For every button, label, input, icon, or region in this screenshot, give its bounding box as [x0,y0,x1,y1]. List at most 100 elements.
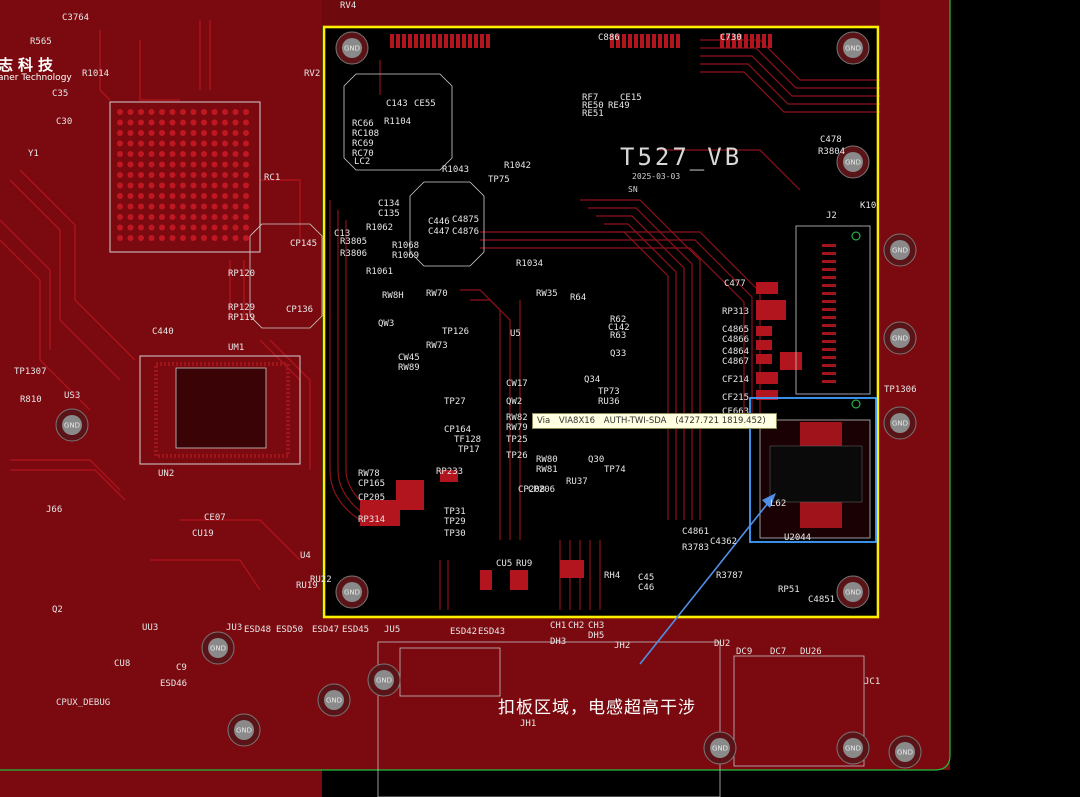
refdes-label: RU36 [598,397,620,407]
tooltip-net-name: AUTH-TWI-SDA [603,416,667,426]
bga-ball [180,182,186,189]
refdes-label: R1043 [442,165,470,175]
bga-ball [232,182,239,189]
bga-ball [232,109,239,115]
refdes-label: CF663 [722,407,750,417]
bga-ball [117,224,123,231]
refdes-label: CP145 [290,239,318,249]
bga-ball [201,214,207,220]
bga-ball [148,224,155,231]
refdes-label: CW45 [398,353,420,363]
gnd-pad: GND [335,575,369,609]
refdes-label: DC7 [770,647,787,657]
bga-ball [180,119,186,126]
refdes-label: RP51 [778,585,800,595]
refdes-label: TP25 [506,435,528,445]
gnd-pad-hole [374,670,394,690]
bga-ball [201,203,207,210]
bga-ball [127,224,134,231]
refdes-label: TP26 [506,451,528,461]
refdes-label: RU19 [296,581,318,591]
refdes-label: CP206 [528,485,556,495]
refdes-label: Q34 [584,375,601,385]
gnd-pad: GND [883,406,917,440]
annotation-arrow-head [762,493,776,508]
bga-ball [159,203,165,210]
bga-ball [211,214,218,220]
refdes-label: R1034 [516,259,544,269]
bga-ball [169,151,176,157]
bga-ball [127,235,134,241]
refdes-label: C13 [334,229,351,239]
bga-ball [180,235,186,241]
bga-ball [222,235,228,241]
refdes-label: ESD48 [244,625,272,635]
gnd-pad-label: GND [845,159,861,167]
bga-ball [169,235,176,241]
bga-ball [243,235,249,241]
bga-ball [190,151,197,157]
refdes-label: U2044 [784,533,812,543]
bga-ball [169,193,176,199]
bga-ball [148,193,155,199]
bga-ball [169,182,176,189]
refdes-label: CW17 [506,379,528,389]
bga-ball [127,193,134,199]
refdes-label: C730 [720,33,742,43]
bga-ball [201,235,207,241]
bga-ball [180,161,186,168]
refdes-label: U4 [300,551,311,561]
refdes-label: R3805 [340,237,368,247]
refdes-label: C30 [56,117,73,127]
refdes-label: C35 [52,89,69,99]
gnd-pad-label: GND [712,745,728,753]
hover-tooltip: Via VIA8X16 AUTH-TWI-SDA (4727.721 1819.… [532,413,777,429]
bga-ball [243,182,249,189]
refdes-label: R3787 [716,571,744,581]
bga-ball [127,172,134,178]
refdes-label: C4861 [682,527,710,537]
bga-ball [148,235,155,241]
refdes-label: CP165 [358,479,386,489]
connector-jh1 [377,641,721,797]
bga-ball [201,119,207,126]
refdes-label: ESD46 [160,679,188,689]
refdes-label: RE50 [582,101,604,111]
refdes-label: JH1 [520,719,537,729]
bga-ball [243,214,249,220]
bga-ball [159,224,165,231]
refdes-label: DH3 [550,637,567,647]
connector-pin [822,324,836,327]
refdes-label: CP208 [518,485,546,495]
refdes-label: R3783 [682,543,710,553]
bga-ball [138,182,144,189]
bga-ball [222,182,228,189]
bga-ball [232,172,239,178]
bga-ball [222,193,228,199]
gnd-pad: GND [335,31,369,65]
silk-outline-rc [343,73,453,171]
connector-j2-pins [822,244,836,383]
gnd-pad-label: GND [845,45,861,53]
gnd-pad-label: GND [344,589,360,597]
inductor-l62-body [769,445,863,503]
refdes-label: TP74 [604,465,626,475]
bga-ball [138,224,144,231]
gnd-pad-hole [843,152,863,172]
refdes-label: R63 [610,331,627,341]
bga-ball [127,203,134,210]
bga-ball [138,193,144,199]
connector-pin [822,340,836,343]
connector-j2-pin1-marker [851,231,861,241]
refdes-label: RC66 [352,119,374,129]
bga-ball [232,119,239,126]
refdes-label: Y1 [28,149,39,159]
gnd-pad-label: GND [897,749,913,757]
refdes-label: RW82 [506,413,528,423]
refdes-label: C9 [176,663,187,673]
bga-ball [180,224,186,231]
bga-ball [127,214,134,220]
bga-ball [159,109,165,115]
bga-ball [138,130,144,136]
